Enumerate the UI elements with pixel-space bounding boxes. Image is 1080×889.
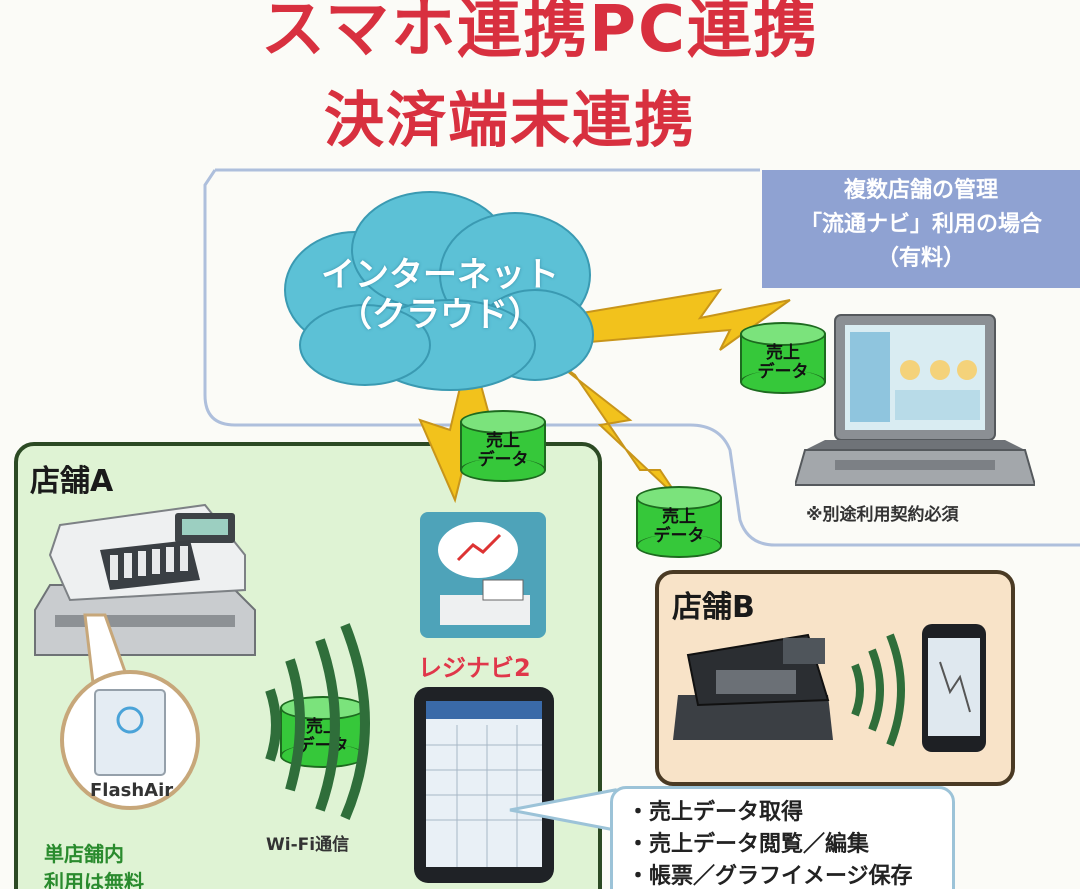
feature-item-2: ・売上データ閲覧／編集 (627, 832, 870, 857)
feature-item-1: ・売上データ取得 (627, 800, 804, 825)
store-a-note-line-2: 利用は無料 (44, 870, 144, 889)
reginavi-app-icon (420, 512, 546, 638)
title-line-1: スマホ連携PC連携 (261, 0, 819, 67)
management-box: 複数店舗の管理 「流通ナビ」利用の場合 （有料） (762, 170, 1080, 288)
data-label-1: 売上 (766, 343, 800, 363)
store-b-label: 店舗B (672, 590, 755, 625)
cloud-icon (284, 191, 594, 391)
data-label-2: データ (757, 362, 809, 382)
flashair-callout (60, 613, 200, 810)
tablet-icon (414, 687, 554, 883)
store-b-register-icon (673, 633, 833, 740)
cloud-label: インターネット （クラウド） (300, 255, 580, 335)
management-line-3: （有料） (876, 246, 965, 271)
data-label-1: 売上 (486, 431, 520, 451)
laptop-icon (795, 314, 1035, 486)
data-label-2: データ (477, 450, 529, 470)
cloud-label-line-2: （クラウド） (338, 295, 542, 335)
data-cylinder-laptop: 売上データ (740, 322, 826, 394)
title-line-2: 決済端末連携 (324, 86, 696, 156)
management-line-1: 複数店舗の管理 (843, 178, 998, 203)
reginavi-label: レジナビ2 (418, 654, 531, 682)
store-a-note: 単店舗内 利用は無料 (44, 840, 144, 889)
wifi-label: Wi-Fi通信 (266, 835, 350, 855)
flashair-label: FlashAir (90, 780, 174, 801)
data-cylinder-store-b: 売上データ (636, 486, 722, 558)
store-b-wifi-icon (851, 633, 905, 747)
lightning-to-store-b-icon (539, 349, 681, 501)
wifi-waves-icon (265, 623, 370, 820)
feature-item-3: ・帳票／グラフイメージ保存 (627, 864, 913, 889)
feature-list: ・売上データ取得 ・売上データ閲覧／編集 ・帳票／グラフイメージ保存 (610, 786, 955, 889)
store-a-label: 店舗A (30, 464, 114, 499)
store-a-note-line-1: 単店舗内 (44, 842, 124, 866)
data-cylinder-cloud-store-a: 売上データ (460, 410, 546, 482)
smartphone-icon (922, 624, 986, 752)
laptop-note: ※別途利用契約必須 (806, 505, 959, 525)
management-line-2: 「流通ナビ」利用の場合 (799, 212, 1042, 237)
cloud-label-line-1: インターネット (321, 255, 559, 295)
data-label-2: データ (653, 526, 705, 546)
data-label-1: 売上 (662, 507, 696, 527)
